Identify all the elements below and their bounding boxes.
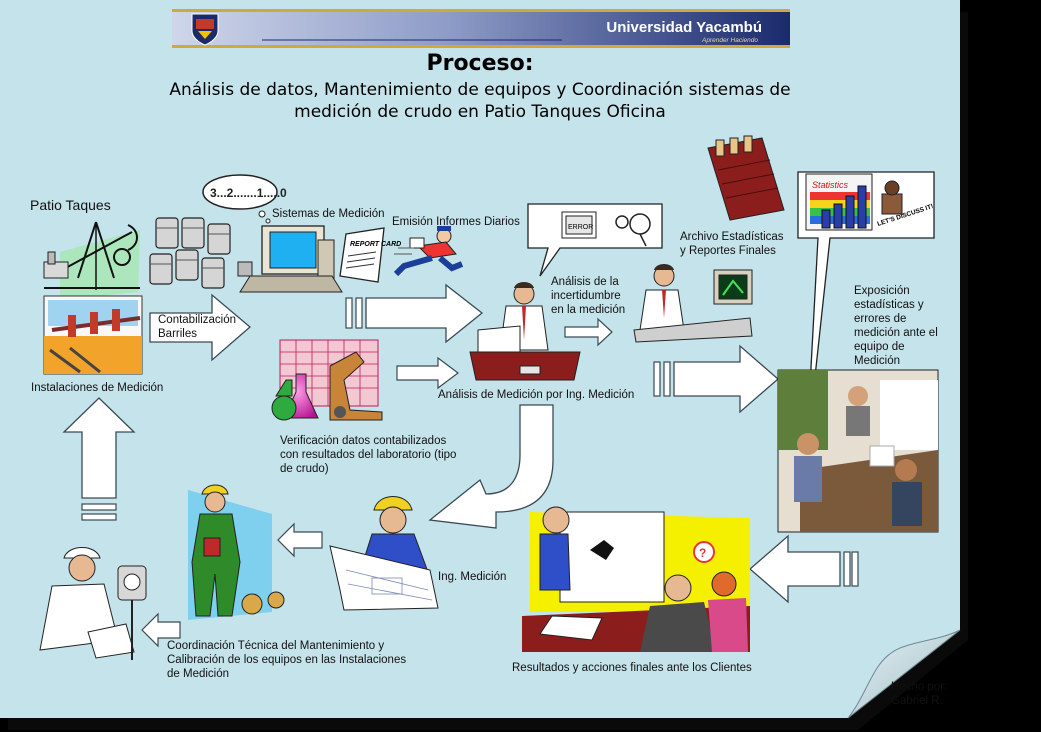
running-messenger-icon xyxy=(393,226,464,277)
computer-icon xyxy=(237,225,343,293)
arrow-ing-to-coordinacion xyxy=(277,522,323,558)
report-card-icon: REPORT CARD xyxy=(339,227,401,283)
arrow-sistemas-to-analisis xyxy=(365,283,484,344)
arrow-break-bar xyxy=(843,551,851,587)
arrow-break-bar xyxy=(653,361,661,397)
laboratory-icon xyxy=(271,339,383,421)
label-resultados: Resultados y acciones finales ante los C… xyxy=(512,662,752,674)
archive-drawers-icon xyxy=(707,135,785,221)
label-coordinacion: Coordinación Técnica del Mantenimiento y… xyxy=(167,640,407,680)
client-presentation-icon: ? xyxy=(522,506,750,652)
arrow-exposicion-to-resultados xyxy=(749,534,841,604)
oil-field-icon xyxy=(43,221,140,300)
university-banner: Universidad Yacambú Aprender Haciendo xyxy=(172,9,790,48)
page-title: Proceso: xyxy=(426,51,534,76)
analyst-computer-icon xyxy=(633,264,753,343)
report-card-text: REPORT CARD xyxy=(350,241,401,248)
arrow-archivo-to-exposicion xyxy=(673,344,779,414)
statistics-speech-box: Statistics LET'S DISCUSS IT! xyxy=(797,171,935,461)
arrow-analisis-to-archivo xyxy=(564,317,613,347)
arrow-tecnico-to-instalaciones xyxy=(62,397,136,499)
arrow-break-bar xyxy=(851,551,859,587)
arrow-instalaciones-to-contabilizacion xyxy=(149,293,252,362)
university-name: Universidad Yacambú xyxy=(606,19,762,36)
error-screen-text: ERROR xyxy=(568,224,593,231)
measurement-installation-icon xyxy=(43,295,143,375)
label-author: Hecho por:Gabriel R. xyxy=(891,681,948,707)
label-analisis-medicion: Análisis de Medición por Ing. Medición xyxy=(438,389,635,401)
label-patio: Patio Taques xyxy=(30,197,111,213)
barrels-icon xyxy=(149,217,231,289)
arrow-break-bar xyxy=(345,297,353,329)
engineer-desk-icon xyxy=(469,282,581,381)
arrow-coordinacion-to-tecnico xyxy=(141,612,181,648)
arrow-analisis-to-ing-medicion xyxy=(428,404,554,529)
maintenance-worker-icon xyxy=(188,484,285,620)
label-sistemas: Sistemas de Medición xyxy=(272,208,385,220)
countdown-text: 3...2.......1.....0 xyxy=(210,186,287,200)
technician-meter-icon xyxy=(39,547,147,660)
arrow-laboratorio-to-analisis xyxy=(396,356,459,390)
label-ing-medicion: Ing. Medición xyxy=(438,571,507,583)
arrow-break-bar xyxy=(81,513,117,521)
arrow-break-bar xyxy=(663,361,671,397)
statistics-chart-title: Statistics xyxy=(812,180,849,190)
arrow-break-bar xyxy=(81,503,117,511)
svg-text:?: ? xyxy=(699,546,706,560)
page-subtitle-line2: medición de crudo en Patio Tanques Ofici… xyxy=(294,102,666,122)
arrow-break-bar xyxy=(355,297,363,329)
meeting-photo xyxy=(777,369,939,533)
page-subtitle-line1: Análisis de datos, Mantenimiento de equi… xyxy=(169,80,791,100)
error-speech-box: ERROR xyxy=(527,203,663,277)
label-emision: Emisión Informes Diarios xyxy=(392,216,520,228)
label-instalaciones: Instalaciones de Medición xyxy=(31,382,164,394)
engineer-blueprint-icon xyxy=(329,496,439,611)
university-motto: Aprender Haciendo xyxy=(701,37,758,44)
page-curl xyxy=(847,629,961,719)
countdown-bubble: 3...2.......1.....0 xyxy=(202,174,287,224)
